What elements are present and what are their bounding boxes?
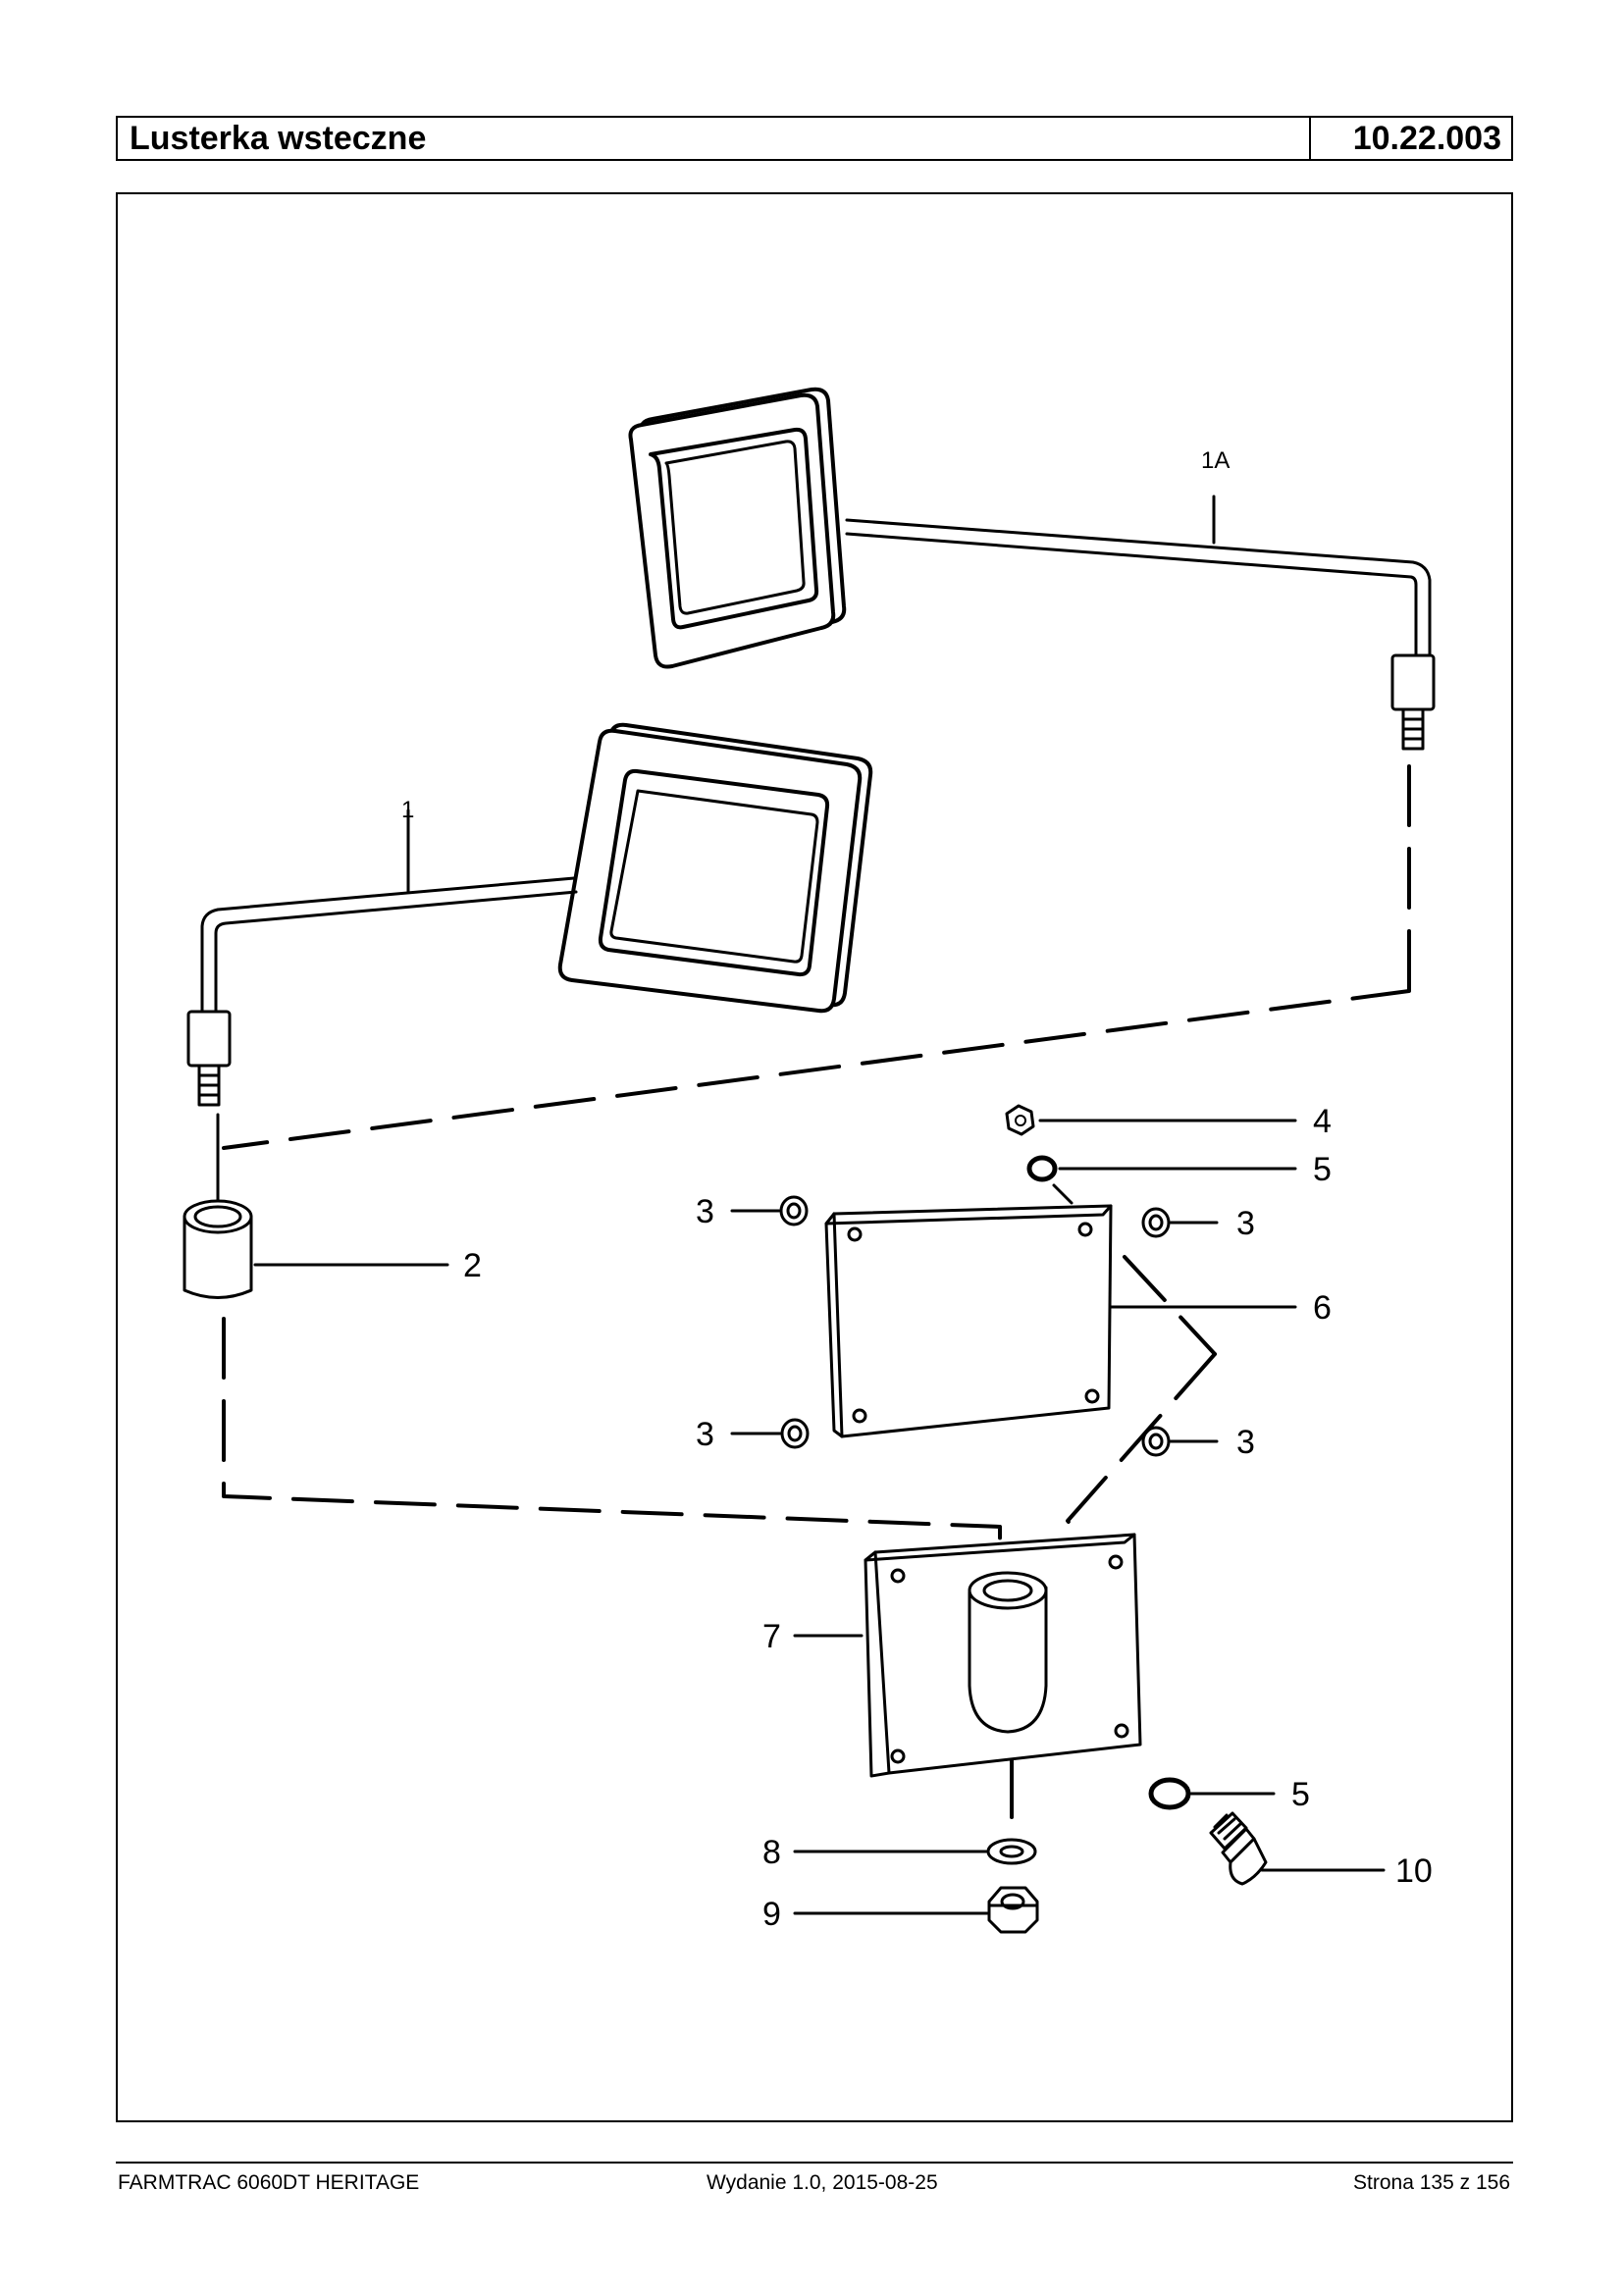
callout-2: 2: [463, 1247, 482, 1284]
washer-3-bottom-right: [1141, 1426, 1219, 1457]
page-header: Lusterka wsteczne 10.22.003: [116, 116, 1513, 161]
callout-3-top-right: 3: [1236, 1205, 1255, 1242]
footer-page-number: Strona 135 z 156: [1353, 2171, 1510, 2194]
callout-8: 8: [762, 1834, 781, 1871]
callout-4: 4: [1313, 1103, 1332, 1140]
washer-3-top-left: [730, 1195, 809, 1226]
callout-1: 1: [401, 797, 414, 823]
nut-4: [1005, 1104, 1297, 1136]
bracket-7: [793, 1533, 1142, 1778]
washer-3-top-right: [1141, 1207, 1219, 1238]
nut-9: [793, 1886, 1039, 1934]
callout-3-bottom-left: 3: [696, 1416, 714, 1453]
callout-5-bottom: 5: [1291, 1776, 1310, 1813]
section-code: 10.22.003: [1352, 120, 1501, 157]
washer-5-top: [1026, 1155, 1297, 1205]
mirror-1a: [628, 387, 1436, 751]
footer-edition: Wydanie 1.0, 2015-08-25: [707, 2171, 938, 2194]
callout-7: 7: [762, 1618, 781, 1655]
washer-8: [793, 1838, 1037, 1865]
mirror-1: [186, 722, 873, 1107]
page-title: Lusterka wsteczne: [118, 118, 1311, 159]
callout-5-top: 5: [1313, 1151, 1332, 1188]
footer-divider: [116, 2162, 1513, 2164]
callout-9: 9: [762, 1896, 781, 1933]
washer-5-bottom: [1148, 1777, 1276, 1810]
exploded-diagram: 1A 1 2 3 3 3 3 4 5 6 7 5 8 9 10: [116, 192, 1513, 2122]
callout-3-bottom-right: 3: [1236, 1424, 1255, 1461]
callout-3-top-left: 3: [696, 1193, 714, 1230]
assembly-dashed-lines: [222, 764, 1411, 1845]
plate-6: [824, 1204, 1297, 1438]
footer-model: FARMTRAC 6060DT HERITAGE: [118, 2171, 420, 2194]
callout-10: 10: [1395, 1852, 1433, 1890]
washer-3-bottom-left: [730, 1418, 810, 1449]
bolt-10: [1209, 1811, 1386, 1886]
callout-1a: 1A: [1201, 447, 1230, 474]
bushing-2: [183, 1199, 449, 1299]
callout-6: 6: [1313, 1289, 1332, 1327]
